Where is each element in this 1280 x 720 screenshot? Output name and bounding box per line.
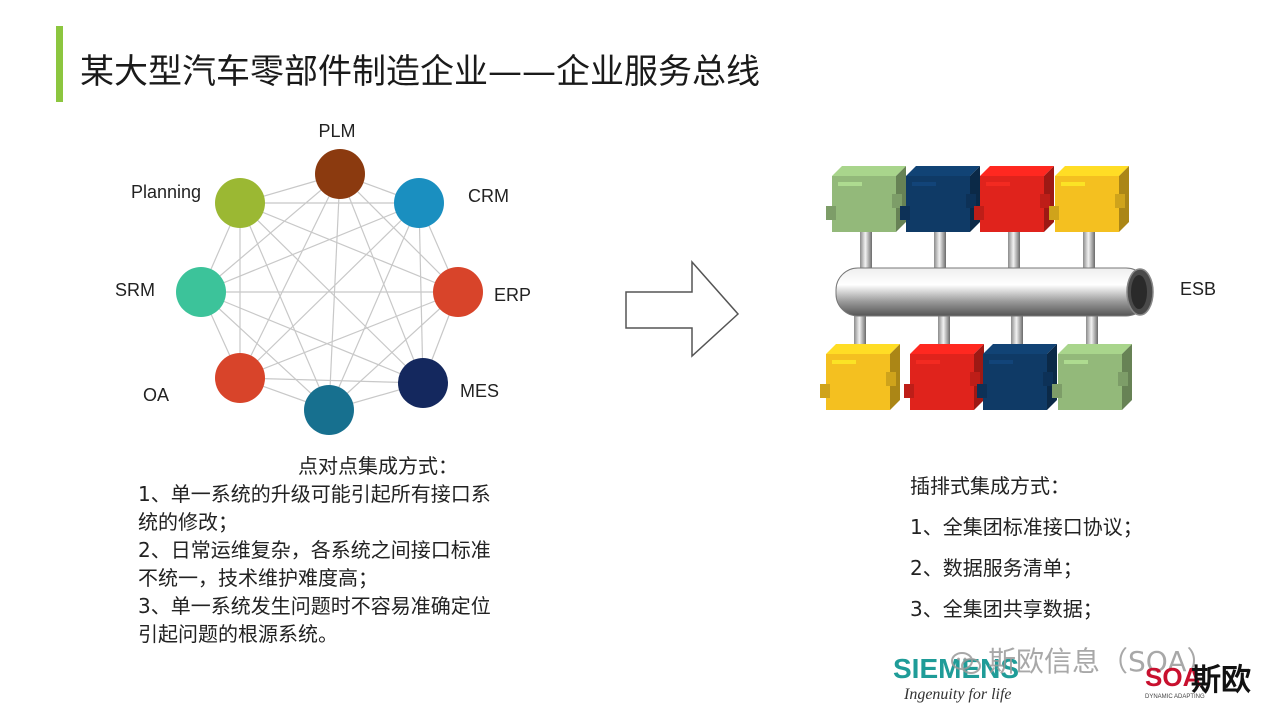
mesh-link	[200, 291, 330, 411]
esb-blocks	[820, 166, 1132, 410]
wechat-watermark: 斯欧信息（SOA）	[950, 640, 1214, 680]
esb-connector-stem	[854, 310, 866, 352]
p2p-line: 统的修改；	[138, 510, 238, 534]
p2p-line: 3、单一系统发生问题时不容易准确定位	[138, 594, 491, 618]
esb-item: 1、全集团标准接口协议；	[910, 515, 1143, 539]
mesh-node	[394, 178, 444, 228]
esb-connector-stem	[938, 310, 950, 352]
title-accent-bar	[56, 26, 63, 102]
esb-connectors	[854, 228, 1098, 352]
mesh-node	[176, 267, 226, 317]
mesh-link	[328, 291, 459, 411]
mesh-node-label: CRM	[468, 186, 509, 206]
esb-service-block	[974, 166, 1054, 232]
esb-heading: 插排式集成方式：	[910, 474, 1070, 498]
soa-logo-text: SOA	[1145, 662, 1202, 692]
esb-connector-stem	[934, 228, 946, 276]
mesh-node	[215, 353, 265, 403]
esb-connector-stem	[1083, 228, 1095, 276]
esb-service-block	[1049, 166, 1129, 232]
p2p-line: 不统一，技术维护难度高；	[138, 566, 378, 590]
mesh-node-label: OA	[143, 385, 169, 405]
p2p-line: 1、单一系统的升级可能引起所有接口系	[138, 482, 491, 506]
mesh-link	[328, 202, 420, 411]
esb-service-block	[904, 344, 984, 410]
mesh-node-label: Planning	[131, 182, 201, 202]
mesh-node	[215, 178, 265, 228]
esb-label: ESB	[1180, 279, 1216, 299]
mesh-link	[239, 202, 330, 411]
right-arrow-icon	[625, 260, 740, 358]
soa-logo-sub: DYNAMIC ADAPTING	[1145, 694, 1205, 700]
esb-item: 2、数据服务清单；	[910, 556, 1083, 580]
esb-service-block	[977, 344, 1057, 410]
mesh-node	[315, 149, 365, 199]
mesh-labels: PLM CRM ERP MES OA SRM Planning	[115, 121, 531, 405]
mesh-node	[304, 385, 354, 435]
mesh-node	[433, 267, 483, 317]
mesh-nodes	[176, 149, 483, 435]
soa-logo: SOA 斯欧 DYNAMIC ADAPTING	[1145, 662, 1251, 700]
mesh-link	[239, 202, 459, 293]
soa-logo-cn: 斯欧	[1191, 663, 1251, 698]
mesh-link	[239, 291, 459, 379]
esb-connector-stem	[1008, 228, 1020, 276]
slide-title: 某大型汽车零部件制造企业——企业服务总线	[80, 52, 760, 92]
p2p-line: 2、日常运维复杂，各系统之间接口标准	[138, 538, 491, 562]
p2p-description: 点对点集成方式： 1、单一系统的升级可能引起所有接口系 统的修改； 2、日常运维…	[138, 452, 578, 648]
p2p-heading: 点对点集成方式：	[298, 454, 458, 478]
esb-item: 3、全集团共享数据；	[910, 597, 1103, 621]
mesh-link	[239, 202, 424, 384]
p2p-line: 引起问题的根源系统。	[138, 622, 338, 646]
mesh-node-label: MES	[460, 381, 499, 401]
mesh-node	[398, 358, 448, 408]
esb-description: 插排式集成方式： 1、全集团标准接口协议； 2、数据服务清单； 3、全集团共享数…	[910, 466, 1230, 630]
siemens-tagline: Ingenuity for life	[904, 686, 1012, 703]
mesh-link	[200, 202, 420, 293]
esb-pipe	[835, 267, 1154, 317]
esb-service-block	[820, 344, 900, 410]
mesh-link	[418, 202, 424, 384]
esb-service-block	[900, 166, 980, 232]
esb-service-block	[826, 166, 906, 232]
esb-connector-stem	[860, 228, 872, 276]
mesh-link	[239, 377, 424, 384]
esb-connector-stem	[1011, 310, 1023, 352]
esb-connector-stem	[1086, 310, 1098, 352]
mesh-link	[200, 291, 424, 384]
wechat-icon	[951, 652, 981, 674]
mesh-link	[339, 173, 424, 384]
watermark-text: 斯欧信息（SOA）	[988, 645, 1215, 678]
mesh-link	[339, 173, 459, 293]
mesh-node-label: PLM	[318, 121, 355, 141]
mesh-node-label: ERP	[494, 285, 531, 305]
mesh-node-label: SRM	[115, 280, 155, 300]
esb-service-block	[1052, 344, 1132, 410]
